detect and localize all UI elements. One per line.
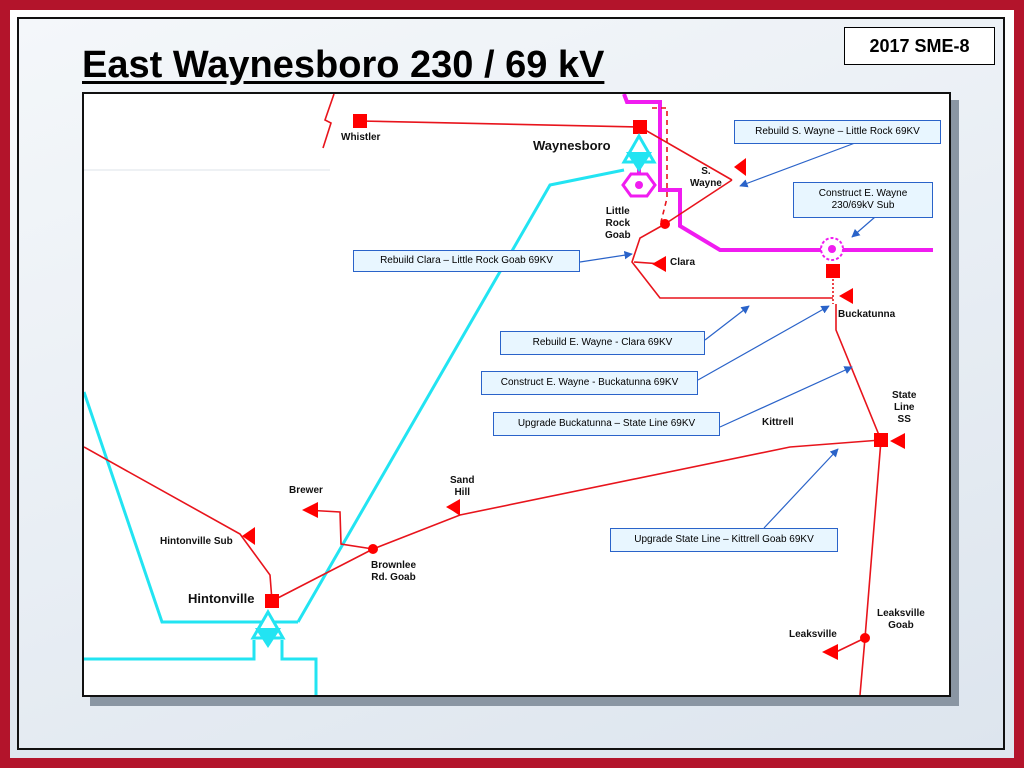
transformer-waynesboro <box>621 132 657 172</box>
line-state-line-south <box>859 439 882 695</box>
dot-brownlee-rd-goab <box>368 544 378 554</box>
callout-construct-e-wayne-buckatunna: Construct E. Wayne - Buckatunna 69KV <box>481 371 698 395</box>
page-title: East Waynesboro 230 / 69 kV <box>82 44 605 86</box>
label-sand-hill: Sand Hill <box>450 475 475 498</box>
substation-hintonville <box>265 594 279 608</box>
map-canvas <box>84 94 933 695</box>
line-little-rock-clara <box>631 223 833 299</box>
substation-whistler <box>353 114 367 128</box>
label-leaksville: Leaksville <box>789 629 837 640</box>
hv-line-south-west <box>84 640 256 661</box>
line-brewer-spur <box>304 509 374 550</box>
substation-squares <box>265 114 888 608</box>
hv-line-waynesboro-hintonville <box>296 168 625 623</box>
transformer-hintonville <box>250 608 286 648</box>
line-leaksville-spur <box>835 637 866 653</box>
triangle-brewer <box>302 502 318 518</box>
line-s-wayne-little-rock <box>664 179 733 225</box>
label-waynesboro: Waynesboro <box>533 138 611 153</box>
dot-little-rock-goab <box>660 219 670 229</box>
slide-id-badge: 2017 SME-8 <box>844 27 995 65</box>
label-whistler: Whistler <box>341 132 381 143</box>
label-brewer: Brewer <box>289 485 323 496</box>
callout-rebuild-s-wayne: Rebuild S. Wayne – Little Rock 69KV <box>734 120 941 144</box>
substation-state-line <box>874 433 888 447</box>
delivery-triangles <box>242 158 905 660</box>
label-little-rock-goab: Little Rock Goab <box>605 206 631 241</box>
triangle-buckatunna <box>839 288 853 304</box>
phase-shifter-symbol <box>621 172 657 198</box>
label-clara: Clara <box>670 257 696 268</box>
triangle-hintonville-sub <box>242 527 255 545</box>
label-hintonville-sub: Hintonville Sub <box>160 536 233 547</box>
triangle-state-line <box>890 433 905 449</box>
triangle-s-wayne <box>734 158 746 176</box>
e-wayne-new-sub-symbol <box>820 237 844 261</box>
line-whistler-west <box>322 94 335 149</box>
triangle-clara <box>652 256 666 272</box>
label-kittrell: Kittrell <box>762 417 794 428</box>
callout-rebuild-clara: Rebuild Clara – Little Rock Goab 69KV <box>353 250 580 272</box>
triangle-leaksville <box>822 644 838 660</box>
label-hintonville: Hintonville <box>188 591 255 606</box>
dashed-tap-line <box>652 107 668 223</box>
line-waynesboro-s-wayne <box>639 126 733 181</box>
callout-upgrade-buckatunna-state-line: Upgrade Buckatunna – State Line 69KV <box>493 412 720 436</box>
hv-line-west-loop <box>84 391 298 624</box>
callout-rebuild-e-wayne-clara: Rebuild E. Wayne - Clara 69KV <box>500 331 705 355</box>
line-whistler-waynesboro <box>359 120 641 128</box>
label-s-wayne: S. Wayne <box>690 166 722 189</box>
switching-dots <box>368 219 870 643</box>
existing-hv-lines <box>84 168 625 695</box>
line-buckatunna-state-line <box>835 304 882 441</box>
substation-waynesboro <box>633 120 647 134</box>
transmission-map: Whistler Waynesboro S. Wayne Little Rock… <box>84 94 949 695</box>
label-leaksville-goab: Leaksville Goab <box>877 608 925 631</box>
label-brownlee-rd-goab: Brownlee Rd. Goab <box>371 560 417 583</box>
dot-leaksville-goab <box>860 633 870 643</box>
line-hintonville-north <box>84 446 273 602</box>
substation-e-wayne <box>826 264 840 278</box>
label-buckatunna: Buckatunna <box>838 309 896 320</box>
triangle-sand-hill <box>446 499 460 515</box>
callout-construct-e-wayne-sub: Construct E. Wayne 230/69kV Sub <box>793 182 933 218</box>
callout-upgrade-state-line-kittrell: Upgrade State Line – Kittrell Goab 69KV <box>610 528 838 552</box>
line-state-line-hintonville <box>271 439 882 602</box>
label-state-line-ss: State Line SS <box>892 390 917 425</box>
callout-arrows <box>579 142 876 529</box>
hv-line-south <box>280 640 318 695</box>
